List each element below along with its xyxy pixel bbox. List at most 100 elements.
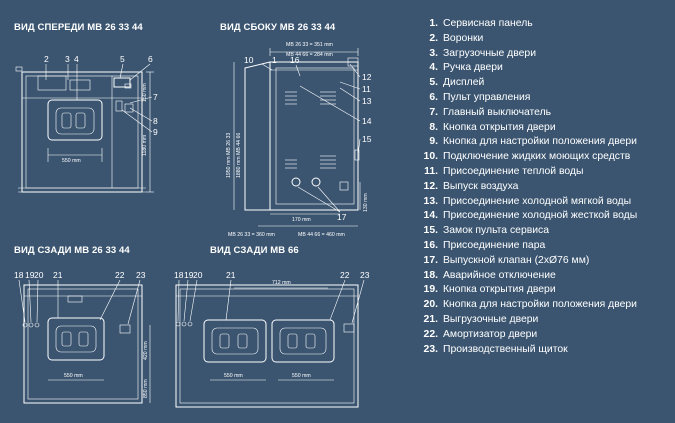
callout-6: 6	[148, 54, 153, 64]
legend-item: 5.Дисплей	[420, 76, 670, 91]
legend-item: 21.Выгрузочные двери	[420, 313, 670, 328]
legend-item: 7. Главный выключатель	[420, 106, 670, 121]
legend-item: 15. Замок пульта сервиса	[420, 224, 670, 239]
legend-item-label: Кнопка открытия двери	[443, 284, 556, 296]
rear-callout-20: 20	[34, 270, 44, 280]
legend-item: 1. Сервисная панель	[420, 17, 670, 32]
legend-list: 1. Сервисная панель 2. Воронки 3. Загрузочные…	[420, 17, 670, 357]
rear-view-drawing: 550 mm 420 mm 850 mm 18 19 20 21 22 23	[14, 270, 151, 404]
legend-item-number: 2.	[429, 32, 438, 44]
legend-item-label: Производственный щиток	[443, 343, 568, 355]
rear-width-dim: 550 mm	[64, 373, 83, 379]
front-height-dim: 1180 mm	[142, 135, 148, 156]
rear-callout-19: 19	[25, 270, 35, 280]
legend-item: 19. Кнопка открытия двери	[420, 283, 670, 298]
legend-item-label: Пульт управления	[443, 91, 531, 103]
legend-item-label: Замок пульта сервиса	[443, 225, 550, 237]
legend-item-number: 3.	[429, 47, 438, 59]
rear-callout-22: 22	[115, 270, 125, 280]
rear66-view-title: ВИД СЗАДИ MB 66	[210, 245, 299, 256]
callout-9: 9	[153, 127, 158, 137]
legend-item: 8. Кнопка открытия двери	[420, 121, 670, 136]
front-small-dim: 150 mm	[142, 83, 148, 102]
side-view-title: ВИД СБОКУ MB 26 33 44	[220, 22, 336, 33]
rear66-width-dim-1: 550 mm	[224, 373, 243, 379]
rear66-callout-19: 19	[184, 270, 194, 280]
side-view-drawing: MB 26 33 = 351 mm MB 44 66 = 284 mm 1950…	[226, 42, 372, 238]
legend-item-number: 9.	[429, 136, 438, 148]
legend-item: 6. Пульт управления	[420, 91, 670, 106]
legend-item-number: 20.	[423, 299, 438, 311]
rear-height-dim-2: 850 mm	[143, 379, 149, 398]
legend-item: 9. Кнопка для настройки положения двери	[420, 135, 670, 150]
legend-item-label: Присоединение холодной мягкой воды	[443, 195, 632, 207]
rear66-callout-20: 20	[193, 270, 203, 280]
legend-item-label: Аварийное отключение	[443, 269, 556, 281]
callout-4: 4	[74, 54, 79, 64]
legend-item-number: 12.	[423, 180, 438, 192]
legend-item-label: Сервисная панель	[443, 18, 533, 29]
legend-item-number: 16.	[423, 239, 438, 251]
legend-item-number: 7.	[429, 106, 438, 118]
callout-10: 10	[244, 55, 254, 65]
callout-12: 12	[362, 72, 372, 82]
rear66-view-drawing: 712 mm 550 mm 550 mm 18 19 20 21 22 23	[174, 270, 370, 408]
legend-item: 20. Кнопка для настройки положения двери	[420, 298, 670, 313]
legend-item-number: 18.	[423, 269, 438, 281]
rear-view-title: ВИД СЗАДИ MB 26 33 44	[14, 245, 130, 256]
rear66-callout-22: 22	[340, 270, 350, 280]
callout-13: 13	[362, 96, 372, 106]
callout-14: 14	[362, 116, 372, 126]
legend-item-label: Кнопка для настройки положения двери	[443, 299, 637, 311]
rear-height-dim-1: 420 mm	[143, 341, 149, 360]
side-bottom-dim-2: MB 44 66 = 460 mm	[298, 232, 345, 238]
legend-item-label: Выгрузочные двери	[443, 313, 539, 325]
legend-item-label: Кнопка для настройки положения двери	[443, 136, 637, 148]
legend-item-label: Воронки	[443, 32, 484, 44]
callout-16: 16	[290, 55, 300, 65]
callout-11: 11	[362, 84, 371, 94]
legend-item-number: 19.	[423, 284, 438, 296]
rear66-callout-21: 21	[226, 270, 236, 280]
legend-item-number: 6.	[429, 91, 438, 103]
legend-item-label: Ручка двери	[443, 62, 503, 74]
side-height-dim-1: 1950 mm MB 26 33	[226, 133, 232, 178]
legend-item-label: Присоединение пара	[443, 239, 546, 251]
legend-item: 3. Загрузочные двери	[420, 47, 670, 62]
legend-item-label: Выпускной клапан (2xØ76 мм)	[443, 254, 590, 266]
side-bottom-dim-1: MB 26 33 = 360 mm	[228, 232, 275, 238]
side-right-dim: 130 mm	[363, 193, 369, 212]
legend-item: 14.Присоединение холодной жесткой воды	[420, 209, 670, 224]
legend-item: 11. Присоединение теплой воды	[420, 165, 670, 180]
legend-item-label: Главный выключатель	[443, 106, 552, 118]
legend-item-number: 1.	[429, 18, 438, 29]
callout-7: 7	[153, 92, 158, 102]
side-top-dim-1: MB 26 33 = 351 mm	[286, 42, 333, 48]
legend-item-number: 5.	[429, 77, 438, 89]
front-view-drawing: 550 mm 1180 mm 150 mm 2 3 4 5 6 7 8 9	[15, 54, 158, 193]
legend-item-number: 15.	[423, 225, 438, 237]
legend-item-label: Кнопка открытия двери	[443, 121, 556, 133]
rear-callout-18: 18	[14, 270, 24, 280]
callout-17: 17	[337, 212, 347, 222]
legend-item-label: Амортизатор двери	[443, 328, 538, 340]
legend-item-label: Загрузочные двери	[443, 47, 537, 59]
rear66-top-dim: 712 mm	[272, 280, 291, 286]
legend-item-number: 11.	[424, 165, 438, 177]
legend-item-number: 10.	[423, 151, 438, 163]
legend-item-number: 8.	[429, 121, 438, 133]
side-top-dim-2: MB 44 66 = 284 mm	[286, 52, 333, 58]
legend-item: 4.Ручка двери	[420, 61, 670, 76]
legend-item-number: 14.	[423, 210, 438, 222]
legend-item: 18. Аварийное отключение	[420, 269, 670, 284]
legend-item: 23. Производственный щиток	[420, 343, 670, 358]
legend-item-number: 23.	[423, 343, 438, 355]
front-width-dim: 550 mm	[62, 158, 81, 164]
legend-item-label: Подключение жидких моющих средств	[443, 151, 631, 163]
callout-1: 1	[272, 55, 277, 65]
legend-item-label: Присоединение теплой воды	[443, 165, 584, 177]
legend-item: 2. Воронки	[420, 32, 670, 47]
legend-item: 10. Подключение жидких моющих средств	[420, 150, 670, 165]
legend-item: 16. Присоединение пара	[420, 239, 670, 254]
